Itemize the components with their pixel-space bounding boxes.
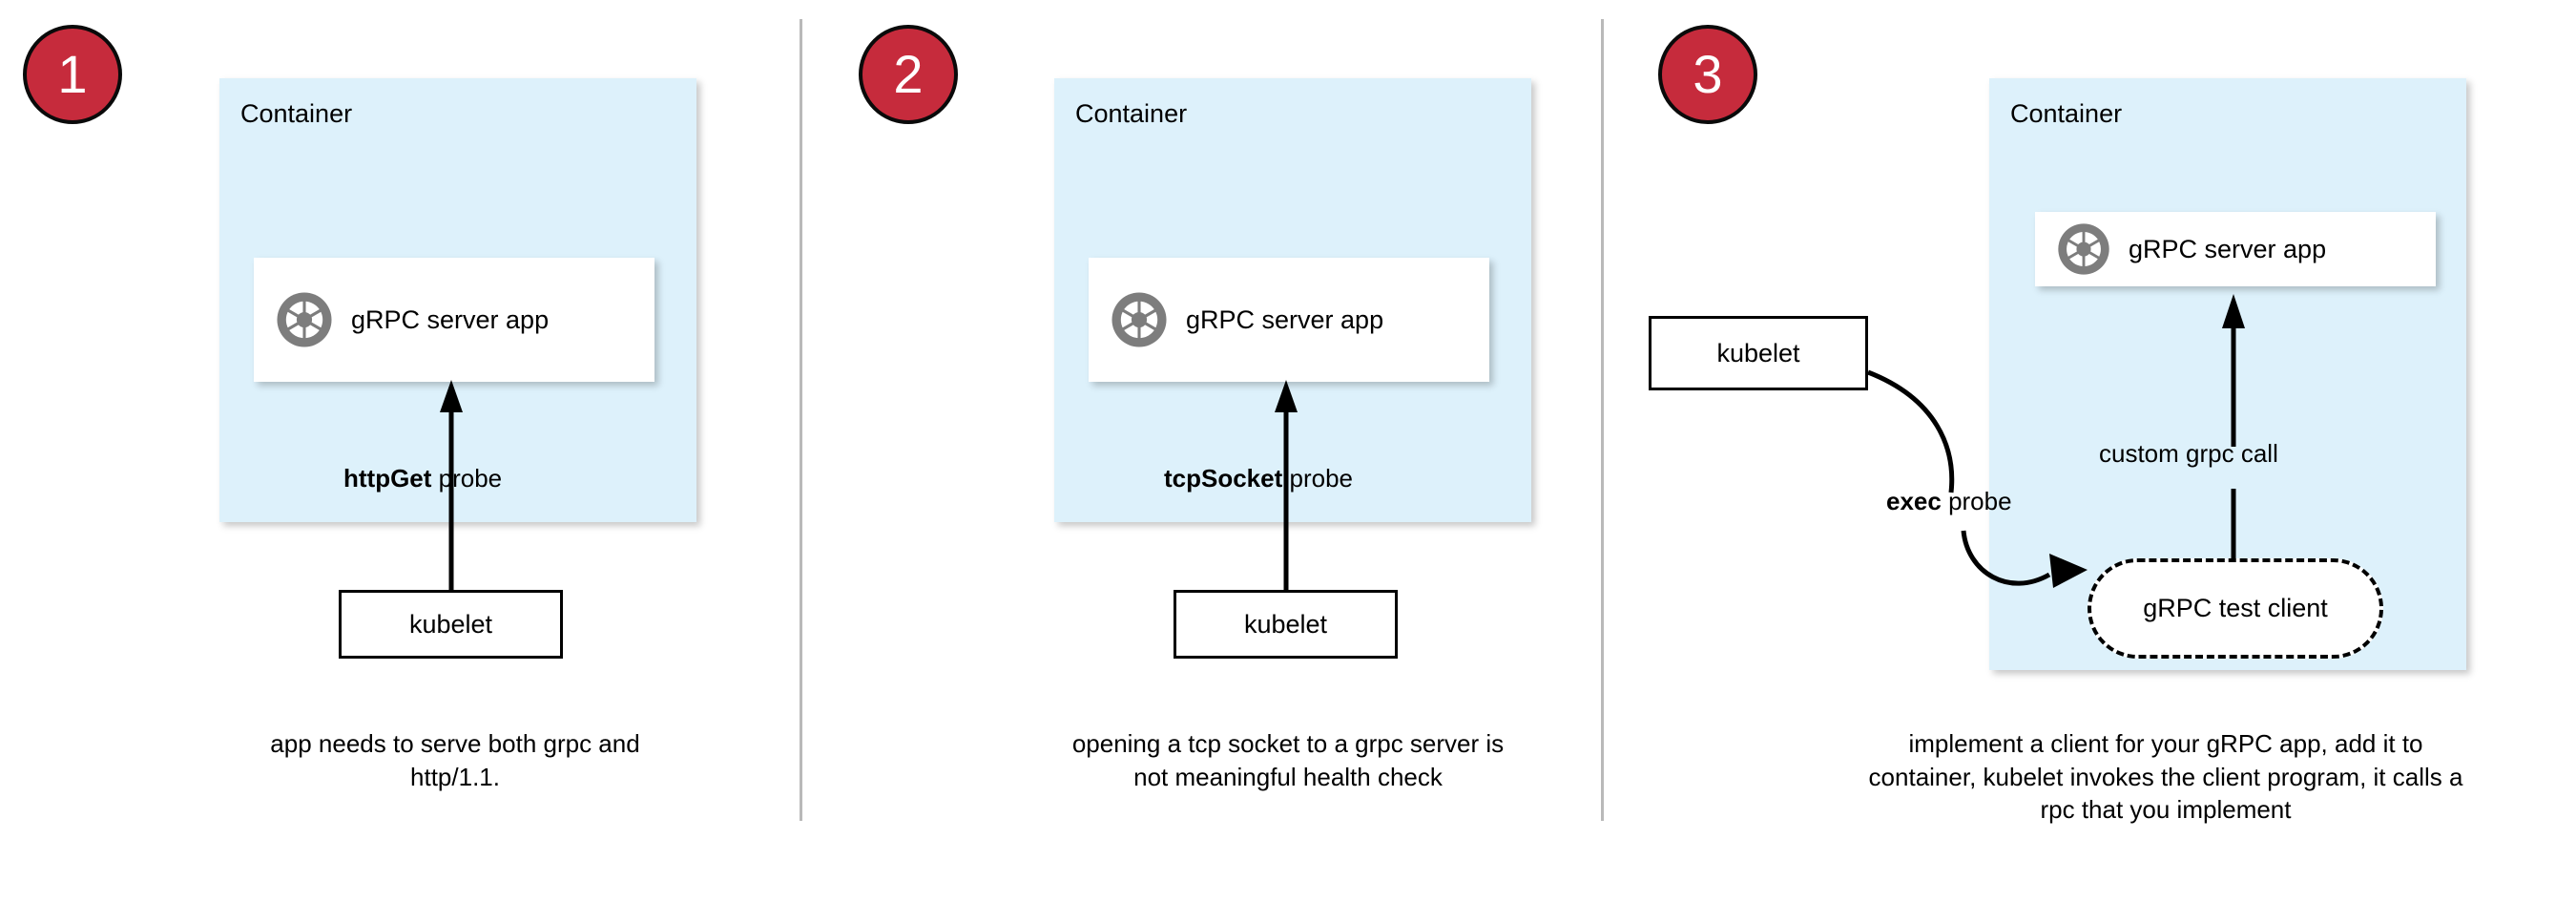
grpc-test-client-label: gRPC test client (2143, 594, 2328, 622)
container-label-2: Container (1075, 99, 1188, 128)
panel-divider-2 (1601, 19, 1604, 821)
exec-probe-label: exec probe (1886, 489, 2012, 514)
httpget-probe-label: httpGet probe (343, 466, 502, 491)
grpc-aperture-icon (2058, 223, 2109, 275)
kubelet-box-1: kubelet (339, 590, 563, 659)
httpget-probe-label-bold: httpGet (343, 464, 432, 493)
step-badge-1: 1 (23, 25, 122, 124)
grpc-server-app-card-2: gRPC server app (1089, 258, 1489, 382)
grpc-aperture-icon (277, 292, 332, 347)
grpc-server-app-card-1: gRPC server app (254, 258, 654, 382)
grpc-test-client-box: gRPC test client (2088, 558, 2383, 659)
exec-probe-label-rest: probe (1941, 487, 2012, 515)
step-badge-2-number: 2 (893, 44, 924, 104)
grpc-server-app-label-1: gRPC server app (351, 304, 550, 334)
grpc-server-app-label-3: gRPC server app (2129, 234, 2327, 263)
step-badge-3: 3 (1658, 25, 1757, 124)
kubelet-label-2: kubelet (1243, 609, 1328, 639)
panel-3-caption: implement a client for your gRPC app, ad… (1868, 729, 2463, 825)
panel-1-caption: app needs to serve both grpc and http/1.… (270, 729, 640, 791)
grpc-server-app-label-2: gRPC server app (1186, 304, 1384, 334)
container-label-1: Container (240, 99, 353, 128)
panel-2-caption: opening a tcp socket to a grpc server is… (1071, 729, 1505, 791)
grpc-aperture-icon (1111, 292, 1167, 347)
kubelet-box-3: kubelet (1649, 316, 1868, 390)
tcpsocket-probe-label: tcpSocket probe (1164, 466, 1353, 491)
kubelet-box-2: kubelet (1174, 590, 1398, 659)
kubelet-label-3: kubelet (1716, 338, 1800, 367)
panel-divider-1 (800, 19, 802, 821)
step-badge-2: 2 (859, 25, 958, 124)
tcpsocket-probe-label-bold: tcpSocket (1164, 464, 1283, 493)
custom-grpc-call-label: custom grpc call (2099, 441, 2278, 466)
httpget-probe-label-rest: probe (431, 464, 503, 493)
tcpsocket-probe-label-rest: probe (1282, 464, 1353, 493)
step-badge-1-number: 1 (57, 44, 88, 104)
grpc-server-app-card-3: gRPC server app (2035, 212, 2436, 286)
step-badge-3-number: 3 (1693, 44, 1723, 104)
custom-grpc-call-label-text: custom grpc call (2099, 439, 2278, 468)
kubelet-label-1: kubelet (408, 609, 493, 639)
container-label-3: Container (2010, 99, 2123, 128)
exec-probe-label-bold: exec (1886, 487, 1942, 515)
